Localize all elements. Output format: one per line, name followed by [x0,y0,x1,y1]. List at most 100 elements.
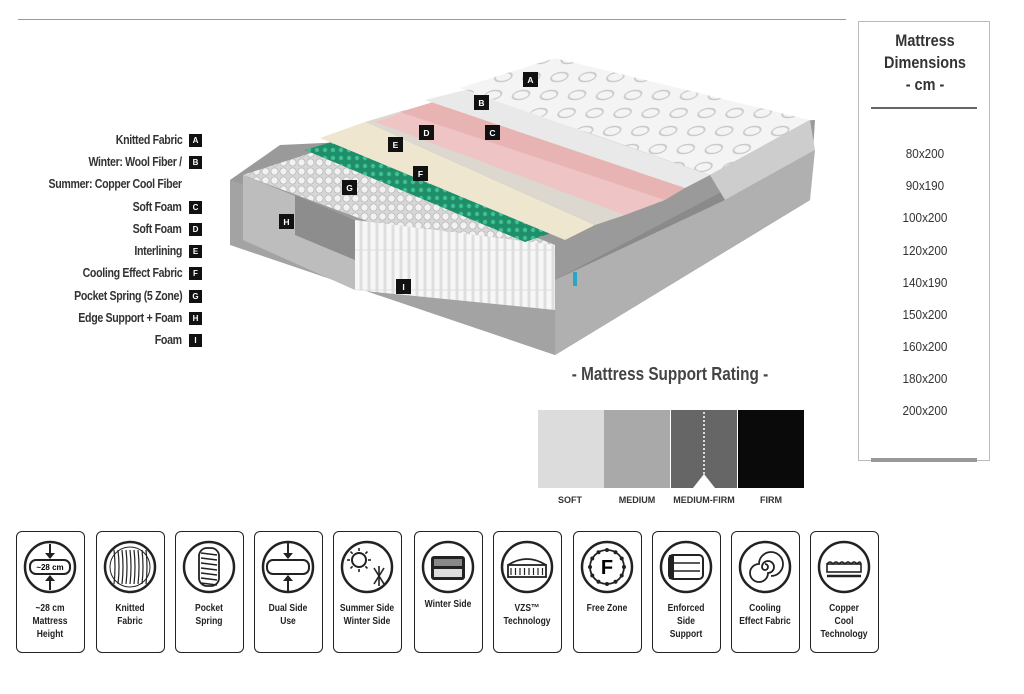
legend-text: Foam [155,333,182,347]
rating-bar-soft [538,410,604,488]
dimensions-title-line1: Mattress [895,31,955,50]
legend-item-d: Soft Foam D [124,222,202,236]
legend-item-h: Edge Support + Foam H [60,311,202,325]
svg-text:F: F [601,557,613,579]
feature-card-knitted-fabric: Knitted Fabric [96,531,165,653]
dimension-size: 200x200 [902,403,948,418]
diagram-label-d: D [419,125,434,140]
svg-text:~28 cm: ~28 cm [36,563,63,572]
feature-card-pocket-spring: Pocket Spring [175,531,244,653]
legend-text: Soft Foam [133,200,182,214]
rating-label: FIRM [760,495,782,505]
legend-text: Interlining [134,244,182,258]
feature-label: Winter Side [424,599,472,610]
feature-card-vzs-technology: VZS™ Technology [493,531,562,653]
legend-badge: I [189,333,202,347]
winter-side-icon [419,538,477,596]
dimensions-title-line2: Dimensions [884,53,966,72]
summer-winter-icon [338,538,396,596]
legend-item-e: Interlining E [126,244,202,258]
legend-text: Edge Support + Foam [78,311,182,325]
feature-card-enforced-side-support: Enforced Side Support [652,531,721,653]
legend-text: Pocket Spring (5 Zone) [73,289,183,303]
legend-item-a: Knitted Fabric A [104,133,202,147]
mattress-dimensions-panel: Mattress Dimensions - cm - 80x200 90x190… [858,21,990,462]
legend-badge: E [189,244,202,258]
dimensions-title: Mattress Dimensions - cm - [869,30,981,96]
diagram-label-b: B [474,95,489,110]
legend-text: Summer: Copper Cool Fiber [48,177,183,191]
legend-badge: B [189,155,202,169]
legend-item-c: Soft Foam C [124,200,202,214]
rating-label: MEDIUM-FIRM [673,495,735,505]
mattress-cutaway-diagram: A B C D E F G H I [225,50,825,365]
legend-text: Soft Foam [133,222,182,236]
diagram-label-f: F [413,166,428,181]
rating-bar-medium [604,410,670,488]
legend-badge: A [189,133,202,147]
legend-item-f: Cooling Effect Fabric F [65,266,202,280]
dual-side-icon [259,538,317,596]
rating-marker-icon [693,412,715,488]
dimension-size: 160x200 [902,339,948,354]
legend-item-i: Foam I [150,333,202,347]
feature-label: Copper Cool Technology [820,603,868,640]
copper-cool-icon [815,538,873,596]
enforced-side-support-icon [657,538,715,596]
legend-item-g: Pocket Spring (5 Zone) G [55,289,202,303]
free-zone-icon: F [578,538,636,596]
support-rating-title: - Mattress Support Rating - [571,364,769,384]
feature-card-summer-winter: Summer Side Winter Side [333,531,402,653]
feature-card-copper-cool: Copper Cool Technology [810,531,879,653]
legend-badge: D [189,222,202,236]
legend-text: Winter: Wool Fiber / [88,155,183,169]
dimension-size: 90x190 [905,178,945,193]
feature-label: Cooling Effect Fabric [739,603,791,627]
dimension-size: 80x200 [905,146,945,161]
feature-label: Enforced Side Support [667,603,705,640]
rating-bar-medium-firm [671,410,737,488]
feature-card-height: ~28 cm ~28 cm Mattress Height [16,531,85,653]
cooling-effect-icon [736,538,794,596]
dimension-size: 150x200 [902,307,948,322]
legend-badge: F [189,266,202,280]
feature-label: Summer Side Winter Side [339,603,395,627]
feature-card-winter-side: Winter Side [414,531,483,653]
dimensions-divider [871,107,977,109]
diagram-label-g: G [342,180,357,195]
dimensions-bottom-bar [871,458,977,462]
legend-text: Knitted Fabric [115,133,182,147]
legend-item-b-cont: Summer: Copper Cool Fiber [25,177,202,191]
rating-bar-firm [738,410,804,488]
legend-badge: H [189,311,202,325]
vzs-technology-icon [498,538,556,596]
height-icon: ~28 cm [21,538,79,596]
diagram-label-a: A [523,72,538,87]
diagram-label-i: I [396,279,411,294]
feature-label: Dual Side Use [268,603,308,627]
feature-card-cooling-effect: Cooling Effect Fabric [731,531,800,653]
diagram-label-h: H [279,214,294,229]
legend-badge: G [189,289,202,303]
dimensions-title-line3: - cm - [905,75,945,94]
rating-label: SOFT [558,495,582,505]
legend-badge: C [189,200,202,214]
pocket-spring-icon [180,538,238,596]
dimension-size: 100x200 [902,210,948,225]
diagram-label-e: E [388,137,403,152]
feature-label: Knitted Fabric [115,603,145,627]
feature-label: ~28 cm Mattress Height [32,603,68,640]
legend-text: Cooling Effect Fabric [82,266,182,280]
feature-card-free-zone: F Free Zone [573,531,642,653]
mattress-illustration [230,58,815,355]
diagram-label-c: C [485,125,500,140]
feature-card-dual-side: Dual Side Use [254,531,323,653]
legend-item-b: Winter: Wool Fiber / B [72,155,202,169]
feature-label: Pocket Spring [195,603,223,627]
dimension-size: 120x200 [902,243,948,258]
feature-label: Free Zone [586,603,628,614]
top-divider [18,19,846,20]
dimension-size: 180x200 [902,371,948,386]
feature-label: VZS™ Technology [503,603,551,627]
knitted-fabric-icon [101,538,159,596]
